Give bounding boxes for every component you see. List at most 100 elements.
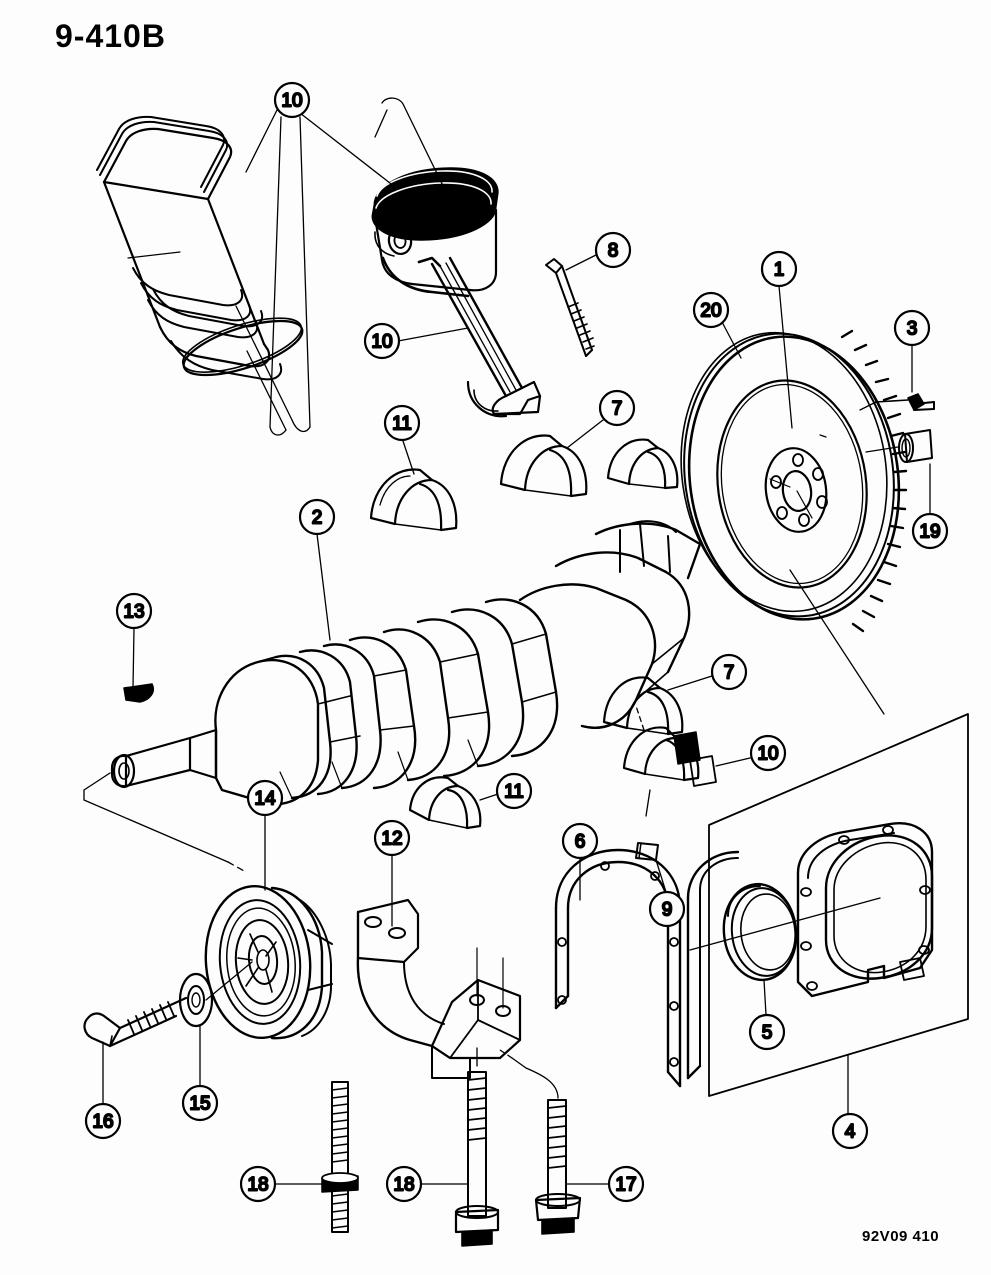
callout-number: 16 bbox=[92, 1112, 113, 1133]
callout-17-main-bearing-cap-side-bolt[interactable]: 17 bbox=[607, 1165, 645, 1203]
callout-11-connecting-rod-bearing[interactable]: 11 bbox=[383, 404, 421, 442]
callout-bubble[interactable] bbox=[363, 322, 401, 360]
pilot-bushing bbox=[865, 429, 933, 515]
callout-12-main-bearing-cap[interactable]: 12 bbox=[373, 819, 411, 857]
rear-seal-retainer-housing bbox=[708, 713, 969, 1115]
main-bearing-cap-bolt bbox=[420, 1047, 500, 1247]
main-bearing-cap-side-bolt bbox=[499, 1049, 610, 1235]
callout-number: 13 bbox=[123, 602, 144, 623]
damper-bolt bbox=[83, 996, 188, 1105]
piston-and-connecting-rod bbox=[299, 97, 542, 418]
main-bearing-cap-stud bbox=[274, 1081, 359, 1233]
flywheel-bolt bbox=[859, 344, 935, 411]
callout-number: 4 bbox=[845, 1122, 856, 1143]
callout-number: 1 bbox=[774, 260, 785, 281]
callout-bubble[interactable] bbox=[749, 734, 787, 772]
main-bearing-thrust bbox=[622, 705, 751, 817]
callout-number: 7 bbox=[724, 663, 735, 684]
callout-number: 14 bbox=[254, 789, 276, 810]
callout-bubble[interactable] bbox=[893, 309, 931, 347]
callout-bubble[interactable] bbox=[383, 404, 421, 442]
main-bearing-upper-b bbox=[606, 438, 679, 490]
callout-bubble[interactable] bbox=[385, 1165, 423, 1203]
callout-number: 20 bbox=[700, 301, 721, 322]
callout-layer: 10 8 10 1 20 3 19 11 7 2 13 7 10 11 14 12 6 9 5 4 15 16 18 18 17 bbox=[84, 81, 949, 1203]
callout-11-connecting-rod-bearing[interactable]: 11 bbox=[495, 772, 533, 810]
callout-bubble[interactable] bbox=[692, 291, 730, 329]
callout-number: 10 bbox=[757, 744, 778, 765]
callout-18-main-bearing-cap-bolt[interactable]: 18 bbox=[385, 1165, 423, 1203]
callout-bubble[interactable] bbox=[911, 512, 949, 550]
callout-bubble[interactable] bbox=[495, 772, 533, 810]
callout-2-crankshaft[interactable]: 2 bbox=[298, 498, 336, 536]
callout-10-main-bearing-thrust[interactable]: 10 bbox=[749, 734, 787, 772]
main-bearing-lower bbox=[602, 675, 713, 736]
callout-5-rear-crankshaft-oil-seal[interactable]: 5 bbox=[748, 1013, 786, 1051]
page-footer-code: 92V09 410 bbox=[862, 1228, 940, 1245]
callout-6-oil-pan-gasket[interactable]: 6 bbox=[561, 822, 599, 860]
rear-crankshaft-oil-seal bbox=[689, 882, 881, 1016]
connecting-rod-bearing-lower bbox=[408, 776, 499, 830]
callout-bubble[interactable] bbox=[831, 1112, 869, 1150]
callout-13-crankshaft-key[interactable]: 13 bbox=[115, 592, 153, 630]
callout-number: 18 bbox=[247, 1175, 268, 1196]
dowel-pin bbox=[635, 842, 667, 893]
callout-number: 18 bbox=[393, 1175, 414, 1196]
callout-number: 7 bbox=[612, 399, 623, 420]
main-bearing-cap bbox=[356, 854, 522, 1079]
callout-15-damper-washer[interactable]: 15 bbox=[181, 1084, 219, 1122]
callout-14-vibration-damper[interactable]: 14 bbox=[246, 779, 284, 817]
callout-bubble[interactable] bbox=[710, 653, 748, 691]
callout-bubble[interactable] bbox=[373, 819, 411, 857]
callout-number: 8 bbox=[608, 241, 619, 262]
callout-number: 6 bbox=[575, 832, 586, 853]
callout-bubble[interactable] bbox=[273, 81, 311, 119]
oil-pan-gasket bbox=[554, 848, 740, 1088]
callout-18-main-bearing-cap-stud[interactable]: 18 bbox=[239, 1165, 277, 1203]
callout-bubble[interactable] bbox=[239, 1165, 277, 1203]
callout-bubble[interactable] bbox=[760, 250, 798, 288]
callout-bubble[interactable] bbox=[115, 592, 153, 630]
connecting-rod-bolt bbox=[545, 254, 597, 357]
callout-19-pilot-bushing[interactable]: 19 bbox=[911, 512, 949, 550]
callout-3-flywheel-bolt[interactable]: 3 bbox=[893, 309, 931, 347]
callout-number: 5 bbox=[762, 1023, 773, 1044]
callout-bubble[interactable] bbox=[181, 1084, 219, 1122]
flywheel bbox=[680, 285, 908, 715]
callout-1-flywheel[interactable]: 1 bbox=[760, 250, 798, 288]
callout-4-rear-seal-retainer-housing[interactable]: 4 bbox=[831, 1112, 869, 1150]
callout-9-dowel-pin[interactable]: 9 bbox=[648, 890, 686, 928]
callout-8-connecting-rod-bolt[interactable]: 8 bbox=[594, 231, 632, 269]
damper-washer bbox=[178, 961, 253, 1087]
callout-bubble[interactable] bbox=[561, 822, 599, 860]
callout-bubble[interactable] bbox=[748, 1013, 786, 1051]
callout-number: 3 bbox=[907, 319, 918, 340]
callout-7-main-bearing-upper[interactable]: 7 bbox=[598, 389, 636, 427]
callout-bubble[interactable] bbox=[648, 890, 686, 928]
crankshaft bbox=[110, 520, 702, 806]
callout-bubble[interactable] bbox=[598, 389, 636, 427]
callout-number: 17 bbox=[615, 1175, 636, 1196]
callout-number: 9 bbox=[662, 900, 673, 921]
main-bearing-upper-a bbox=[499, 419, 604, 498]
callout-number: 2 bbox=[312, 508, 323, 529]
callout-16-damper-bolt[interactable]: 16 bbox=[84, 1102, 122, 1140]
callout-10-piston-ring-set[interactable]: 10 bbox=[273, 81, 311, 119]
callout-number: 11 bbox=[392, 414, 412, 435]
callout-number: 19 bbox=[919, 522, 940, 543]
callout-number: 12 bbox=[381, 829, 402, 850]
callout-bubble[interactable] bbox=[246, 779, 284, 817]
crankshaft-key bbox=[123, 627, 154, 703]
callout-10-piston-and-connecting-rod[interactable]: 10 bbox=[363, 322, 401, 360]
callout-bubble[interactable] bbox=[594, 231, 632, 269]
callout-bubble[interactable] bbox=[298, 498, 336, 536]
cylinder-sleeve bbox=[96, 109, 311, 436]
callout-7-main-bearing-lower[interactable]: 7 bbox=[710, 653, 748, 691]
callout-bubble[interactable] bbox=[607, 1165, 645, 1203]
callout-bubble[interactable] bbox=[84, 1102, 122, 1140]
callout-20-flywheel-ring-gear[interactable]: 20 bbox=[692, 291, 730, 329]
callout-number: 11 bbox=[504, 782, 524, 803]
callout-number: 10 bbox=[371, 332, 392, 353]
